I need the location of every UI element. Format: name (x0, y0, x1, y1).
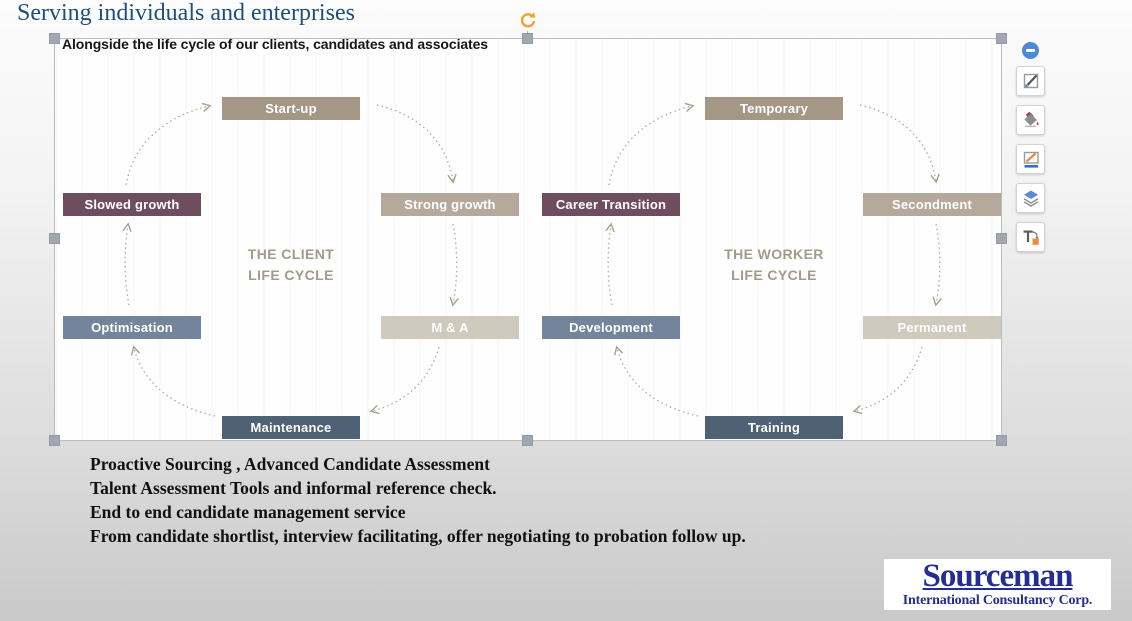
body-line: Talent Assessment Tools and informal ref… (90, 478, 497, 498)
client-cycle-label-line1: THE CLIENT (247, 246, 335, 262)
stage-strong-growth: Strong growth (381, 193, 519, 216)
stage-maintenance: Maintenance (222, 416, 360, 439)
slide-body-text[interactable]: Proactive Sourcing , Advanced Candidate … (90, 452, 746, 548)
body-line: Proactive Sourcing , Advanced Candidate … (90, 454, 490, 474)
text-wrap-button[interactable] (1016, 222, 1045, 252)
stage-development: Development (542, 316, 680, 339)
arrange-button[interactable] (1016, 183, 1045, 213)
selection-handle-bottom-right[interactable] (996, 435, 1007, 446)
logo-name: Sourceman (922, 559, 1074, 594)
company-logo[interactable]: Sourceman International Consultancy Corp… (884, 559, 1111, 610)
stage-career-transition: Career Transition (542, 193, 680, 216)
outline-color-button[interactable] (1016, 144, 1045, 174)
stage-permanent: Permanent (863, 316, 1001, 339)
selection-handle-top-center[interactable] (522, 33, 533, 44)
arrange-layers-icon (1023, 190, 1038, 207)
logo-tagline: International Consultancy Corp. (902, 593, 1093, 608)
selection-handle-bottom-left[interactable] (49, 435, 60, 446)
worker-cycle-label: THE WORKER LIFE CYCLE (694, 244, 854, 286)
cycle-arrows-graphic (122, 102, 942, 417)
diagram-heading: Alongside the life cycle of our clients,… (62, 36, 488, 52)
fill-color-bucket-icon (1024, 111, 1039, 128)
shape-style-pencil-icon (1023, 73, 1038, 89)
selection-handle-top-right[interactable] (996, 33, 1007, 44)
rotate-handle-icon[interactable] (517, 10, 539, 32)
worker-cycle-label-line2: LIFE CYCLE (731, 267, 817, 283)
stage-start-up: Start-up (222, 97, 360, 120)
selected-diagram-picture[interactable]: Alongside the life cycle of our clients,… (49, 12, 1007, 446)
body-line: End to end candidate management service (90, 502, 406, 522)
stage-optimisation: Optimisation (63, 316, 201, 339)
client-cycle-label-line2: LIFE CYCLE (248, 267, 334, 283)
fill-color-button[interactable] (1016, 105, 1045, 135)
shape-style-button[interactable] (1016, 66, 1045, 96)
stage-m-and-a: M & A (381, 316, 519, 339)
stage-slowed-growth: Slowed growth (63, 193, 201, 216)
body-line: From candidate shortlist, interview faci… (90, 526, 746, 546)
stage-secondment: Secondment (863, 193, 1001, 216)
slide-title[interactable]: Serving individuals and enterprises (17, 0, 355, 26)
stage-training: Training (705, 416, 843, 439)
client-cycle-label: THE CLIENT LIFE CYCLE (211, 244, 371, 286)
selection-handle-top-left[interactable] (49, 33, 60, 44)
text-wrap-icon (1023, 230, 1039, 245)
selection-handle-mid-left[interactable] (49, 233, 60, 244)
selection-handle-mid-right[interactable] (996, 233, 1007, 244)
collapse-toolbar-button[interactable] (1022, 42, 1039, 59)
outline-color-pencil-icon (1023, 151, 1039, 168)
stage-temporary: Temporary (705, 97, 843, 120)
selection-handle-bottom-center[interactable] (522, 435, 533, 446)
worker-cycle-label-line1: THE WORKER (724, 246, 824, 262)
